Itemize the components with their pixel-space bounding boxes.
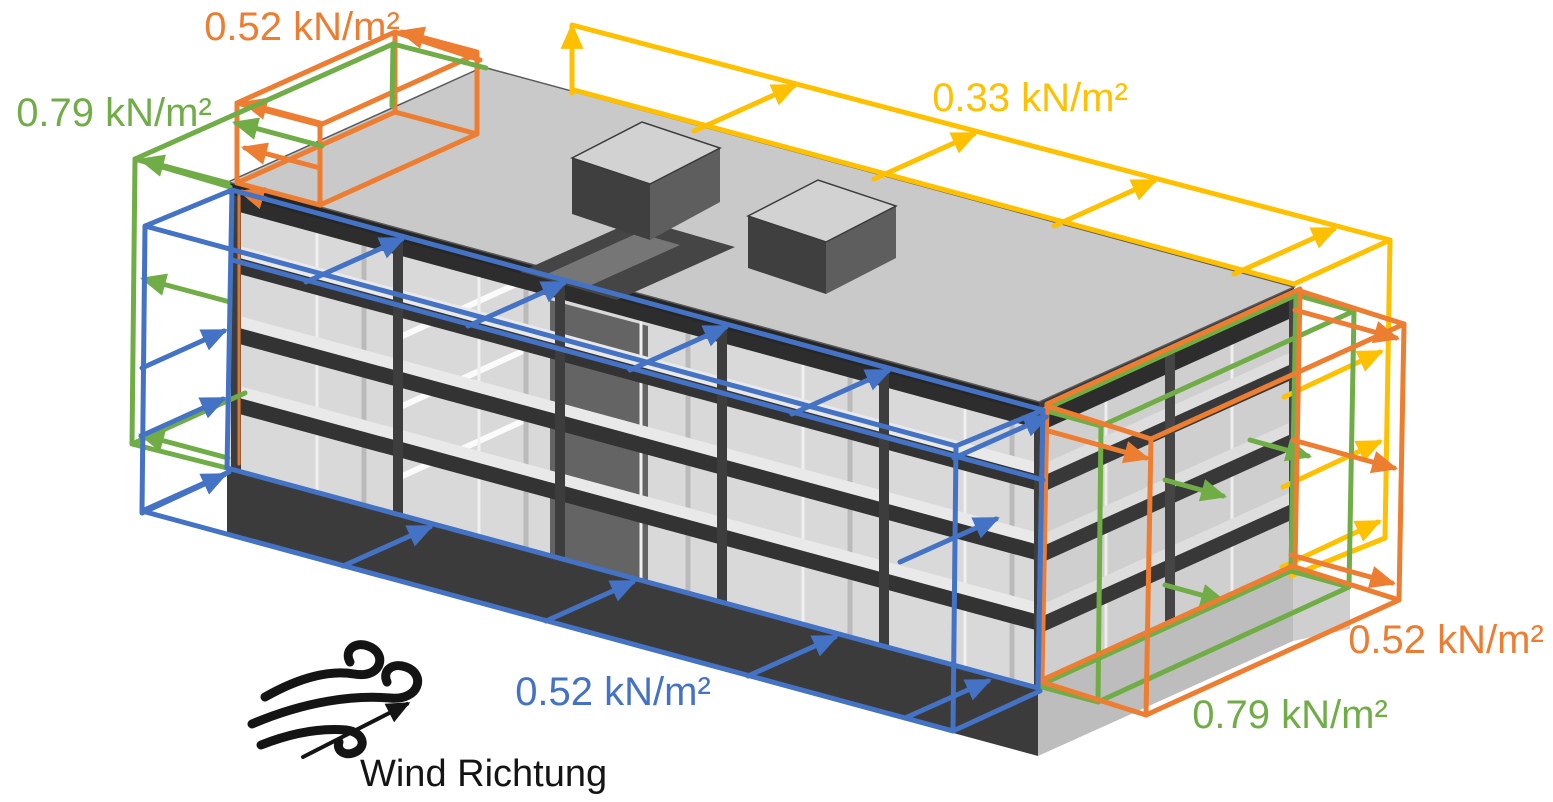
label-right-leeward-suction: 0.52 kN/m² [1348, 618, 1544, 662]
label-left-side-suction: 0.79 kN/m² [16, 91, 212, 135]
label-roof-leeward-suction: 0.33 kN/m² [932, 76, 1128, 120]
right-end-face [1038, 295, 1298, 688]
windward-pressure-box [138, 187, 1050, 734]
wind-direction-label: Wind Richtung [360, 753, 607, 795]
wind-icon [247, 640, 422, 759]
right-leeward-suction-box [1039, 286, 1407, 718]
left-side-suction-arrows [137, 117, 325, 461]
wind-direction-arrow [301, 702, 411, 759]
label-right-side-suction: 0.79 kN/m² [1192, 693, 1388, 737]
base-plinth-right [1038, 573, 1293, 756]
wind-direction: Wind Richtung [247, 640, 607, 795]
windward-pressure-arrows [138, 236, 1050, 721]
building [225, 66, 1350, 756]
right-leeward-suction-arrows [1042, 307, 1401, 589]
ground-slab-right [1293, 573, 1350, 641]
label-roof-edge-suction: 0.52 kN/m² [204, 5, 400, 49]
rooftop-box-1 [570, 121, 722, 240]
rooftop-box-2 [746, 179, 898, 294]
left-side-suction-box [129, 41, 489, 471]
label-windward-pressure: 0.52 kN/m² [515, 670, 711, 714]
roof-opening-inner [545, 233, 680, 287]
